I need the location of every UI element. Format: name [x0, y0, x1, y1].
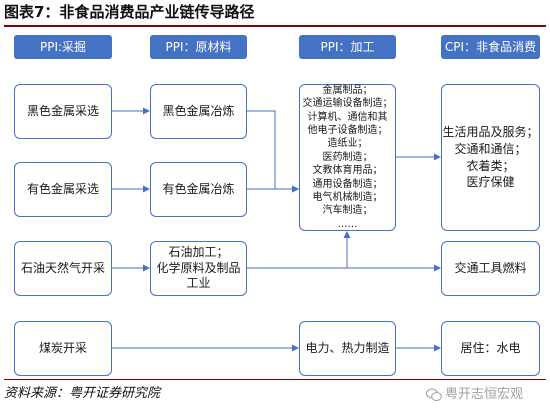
figure-title: 图表7：非食品消费品产业链传导路径	[4, 3, 255, 21]
box-transport-fuel: 交通工具燃料	[441, 241, 540, 296]
title-rule	[4, 25, 546, 27]
box-power-heat: 电力、热力制造	[299, 321, 396, 376]
box-label: 金属制品； 交通运输设备制造； 计算机、通信和其 他电子设备制造； 造纸业； 医…	[302, 84, 393, 230]
box-label: 有色金属冶炼	[162, 181, 235, 196]
header-ppi-mining: PPI:采掘	[14, 35, 112, 59]
box-label: 煤炭开采	[38, 340, 87, 355]
watermark-text: 粤开志恒宏观	[445, 387, 524, 402]
box-label: 有色金属采选	[26, 181, 99, 196]
watermark: 粤开志恒宏观	[426, 386, 523, 404]
box-black-metal-smelting: 黑色金属冶炼	[150, 84, 247, 139]
box-label: 黑色金属冶炼	[162, 103, 235, 118]
box-coal-mining: 煤炭开采	[14, 321, 112, 376]
box-manufacturing-list: 金属制品； 交通运输设备制造； 计算机、通信和其 他电子设备制造； 造纸业； 医…	[299, 84, 396, 231]
header-ppi-raw-materials: PPI：原材料	[150, 35, 247, 59]
header-cpi-nonfood: CPI：非食品消费	[441, 35, 540, 59]
box-black-metal-mining: 黑色金属采选	[14, 84, 112, 139]
arrow-black-smelting-to-manufacturing	[247, 110, 299, 193]
box-nonferrous-metal-smelting: 有色金属冶炼	[150, 162, 247, 217]
box-petroleum-chemical: 石油加工； 化学原料及制品 工业	[150, 241, 247, 296]
box-label: 石油天然气开采	[20, 260, 105, 275]
box-label: 居住：水电	[460, 340, 521, 355]
box-consumer-goods: 生活用品及服务； 交通和通信； 衣着类； 医疗保健	[441, 84, 540, 231]
wechat-icon	[426, 388, 442, 401]
box-label: 石油加工； 化学原料及制品 工业	[156, 245, 241, 291]
box-label: 交通工具燃料	[454, 260, 527, 275]
box-oil-gas-extraction: 石油天然气开采	[14, 241, 112, 296]
source-note: 资料来源：粤开证券研究院	[4, 386, 161, 401]
box-nonferrous-metal-mining: 有色金属采选	[14, 162, 112, 217]
header-ppi-processing: PPI：加工	[299, 35, 396, 59]
bottom-rule	[4, 379, 546, 380]
box-label: 黑色金属采选	[26, 103, 99, 118]
box-label: 电力、热力制造	[305, 340, 390, 355]
box-label: 生活用品及服务； 交通和通信； 衣着类； 医疗保健	[442, 124, 539, 190]
box-residence-utilities: 居住：水电	[441, 321, 540, 376]
